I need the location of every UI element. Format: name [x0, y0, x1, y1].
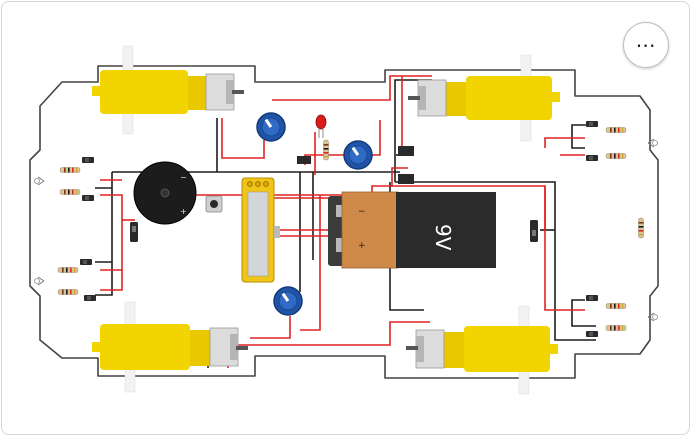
motor-bottom-left[interactable]: [92, 301, 248, 393]
battery-label: 9V: [431, 224, 455, 251]
slide-switch-right[interactable]: [530, 220, 538, 242]
more-options-button[interactable]: ⋯: [623, 22, 669, 68]
battery-pos-label: +: [358, 241, 366, 251]
led-red[interactable]: [315, 114, 327, 138]
potentiometer-top-left[interactable]: [256, 112, 286, 142]
sensor-right-top: [586, 121, 658, 161]
controller-board[interactable]: [241, 177, 280, 283]
motor-top-left[interactable]: [92, 45, 244, 135]
sensor-left-top: [34, 157, 94, 201]
connector-top-center: [297, 146, 414, 184]
motor-top-right[interactable]: [408, 54, 560, 142]
resistor-right-edge: [638, 217, 644, 239]
led-resistor: [323, 139, 329, 161]
more-options-icon: ⋯: [635, 33, 657, 57]
potentiometer-top-right[interactable]: [343, 140, 373, 170]
potentiometer-bottom[interactable]: [273, 286, 303, 316]
buzzer-pos-label: +: [180, 207, 187, 216]
battery-neg-label: −: [358, 207, 366, 217]
buzzer[interactable]: − +: [133, 161, 197, 225]
sensor-left-bottom: [34, 259, 96, 301]
slide-switch-left[interactable]: [130, 222, 138, 242]
buzzer-neg-label: −: [180, 173, 187, 182]
sensor-right-bottom: [586, 295, 658, 337]
push-button[interactable]: [205, 195, 223, 213]
motor-bottom-right[interactable]: [406, 305, 558, 395]
battery-9v[interactable]: − + 9V: [328, 191, 496, 269]
chassis-outline: [29, 65, 659, 379]
